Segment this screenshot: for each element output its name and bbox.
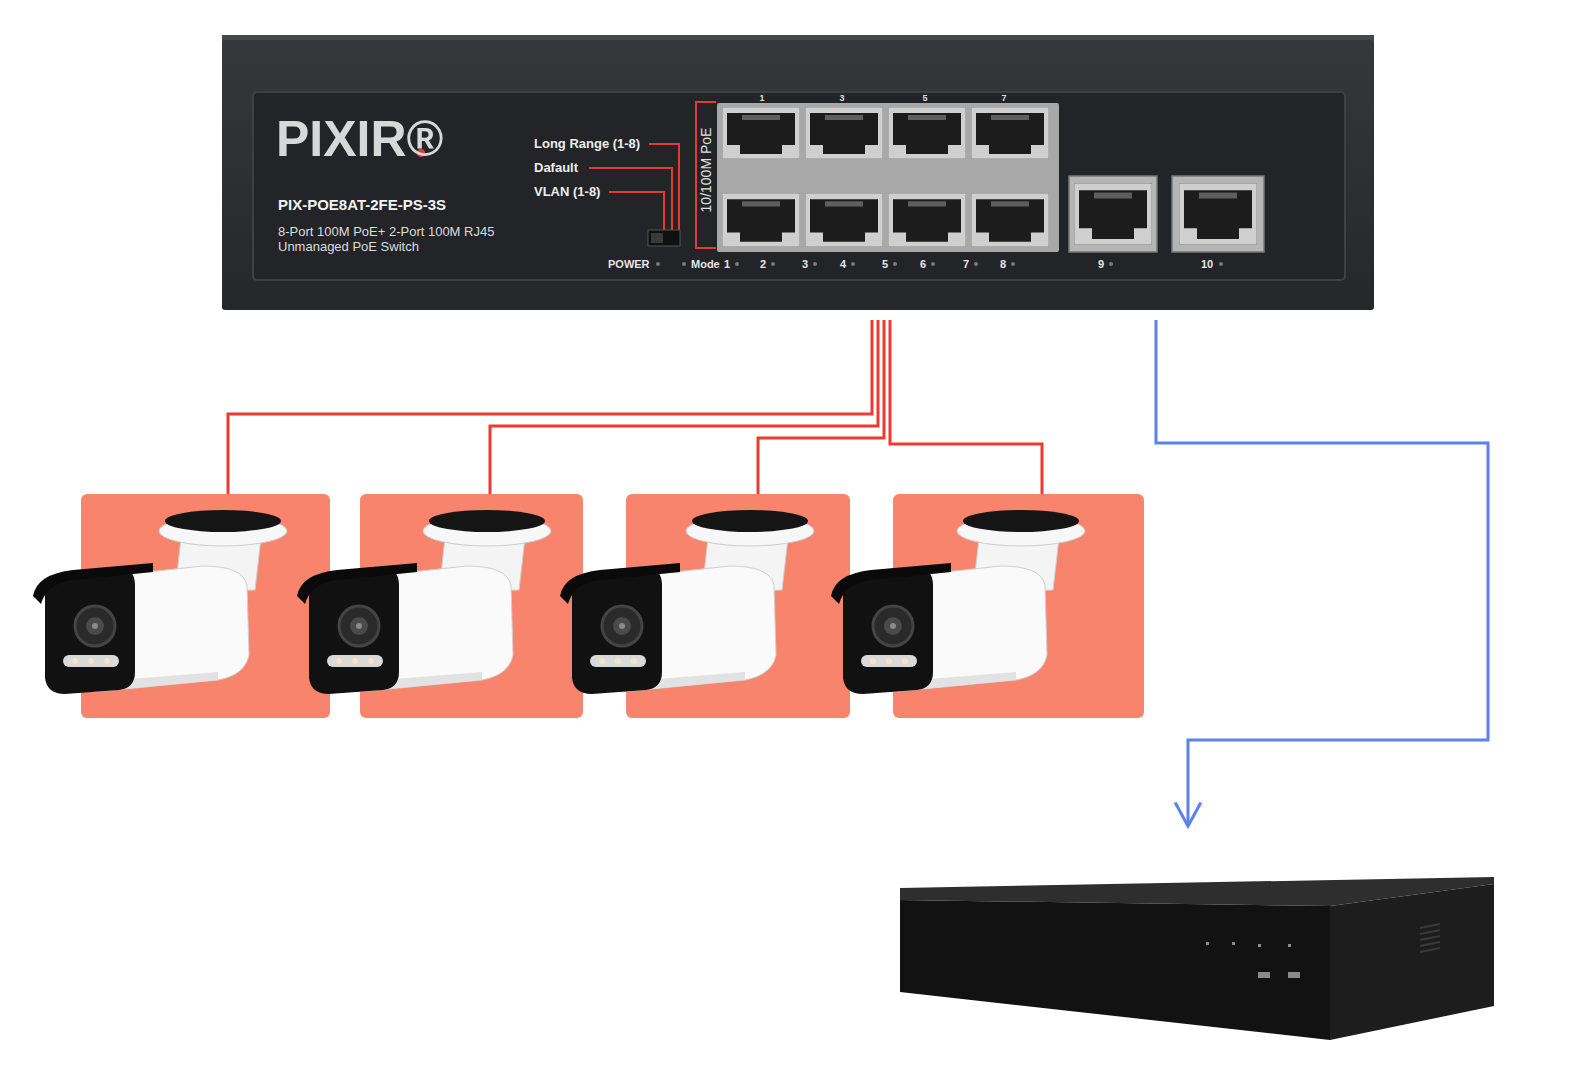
port-number: 4	[840, 258, 846, 271]
ip-camera	[360, 494, 583, 718]
poe-cable	[490, 320, 878, 494]
poe-cable	[228, 320, 872, 494]
port-number: 7	[963, 258, 969, 271]
poe-cable	[758, 320, 884, 494]
port-number: 3	[802, 258, 808, 271]
port-number: 10	[1201, 258, 1213, 271]
port-group-label: 10/100M PoE	[698, 128, 714, 213]
ip-camera	[893, 494, 1144, 718]
mode-label: VLAN (1-8)	[534, 185, 600, 200]
mode-label: Dafault	[534, 161, 578, 176]
camera-tile	[81, 494, 1144, 718]
port-number: 5	[922, 93, 927, 103]
nvr-recorder	[900, 826, 1494, 1039]
mode-label: Long Range (1-8)	[534, 137, 640, 152]
mode-led-label: Mode	[691, 258, 720, 271]
product-description: 8-Port 100M PoE+ 2-Port 100M RJ45 Unmana…	[278, 225, 540, 255]
port-number: 5	[882, 258, 888, 271]
port-number: 2	[760, 258, 766, 271]
poe-cable	[890, 320, 1042, 494]
ip-camera	[626, 494, 850, 718]
model-number: PIX-POE8AT-2FE-PS-3S	[278, 196, 446, 213]
port-number: 6	[920, 258, 926, 271]
brand-logo: PIXIR®	[276, 111, 443, 169]
port-number: 3	[839, 93, 844, 103]
port-number: 9	[1098, 258, 1104, 271]
port-number: 1	[759, 93, 764, 103]
port-number: 8	[1000, 258, 1006, 271]
power-label: POWER	[608, 258, 650, 271]
nvr-body	[900, 877, 1494, 1040]
port-number: 1	[724, 258, 730, 271]
poe-switch: PIXIR® PIX-POE8AT-2FE-PS-3S 8-Port 100M Po…	[222, 35, 1374, 320]
port-number: 7	[1001, 93, 1006, 103]
switch-body	[222, 35, 1374, 310]
uplink-cable	[1156, 320, 1488, 826]
ip-camera	[81, 494, 330, 718]
